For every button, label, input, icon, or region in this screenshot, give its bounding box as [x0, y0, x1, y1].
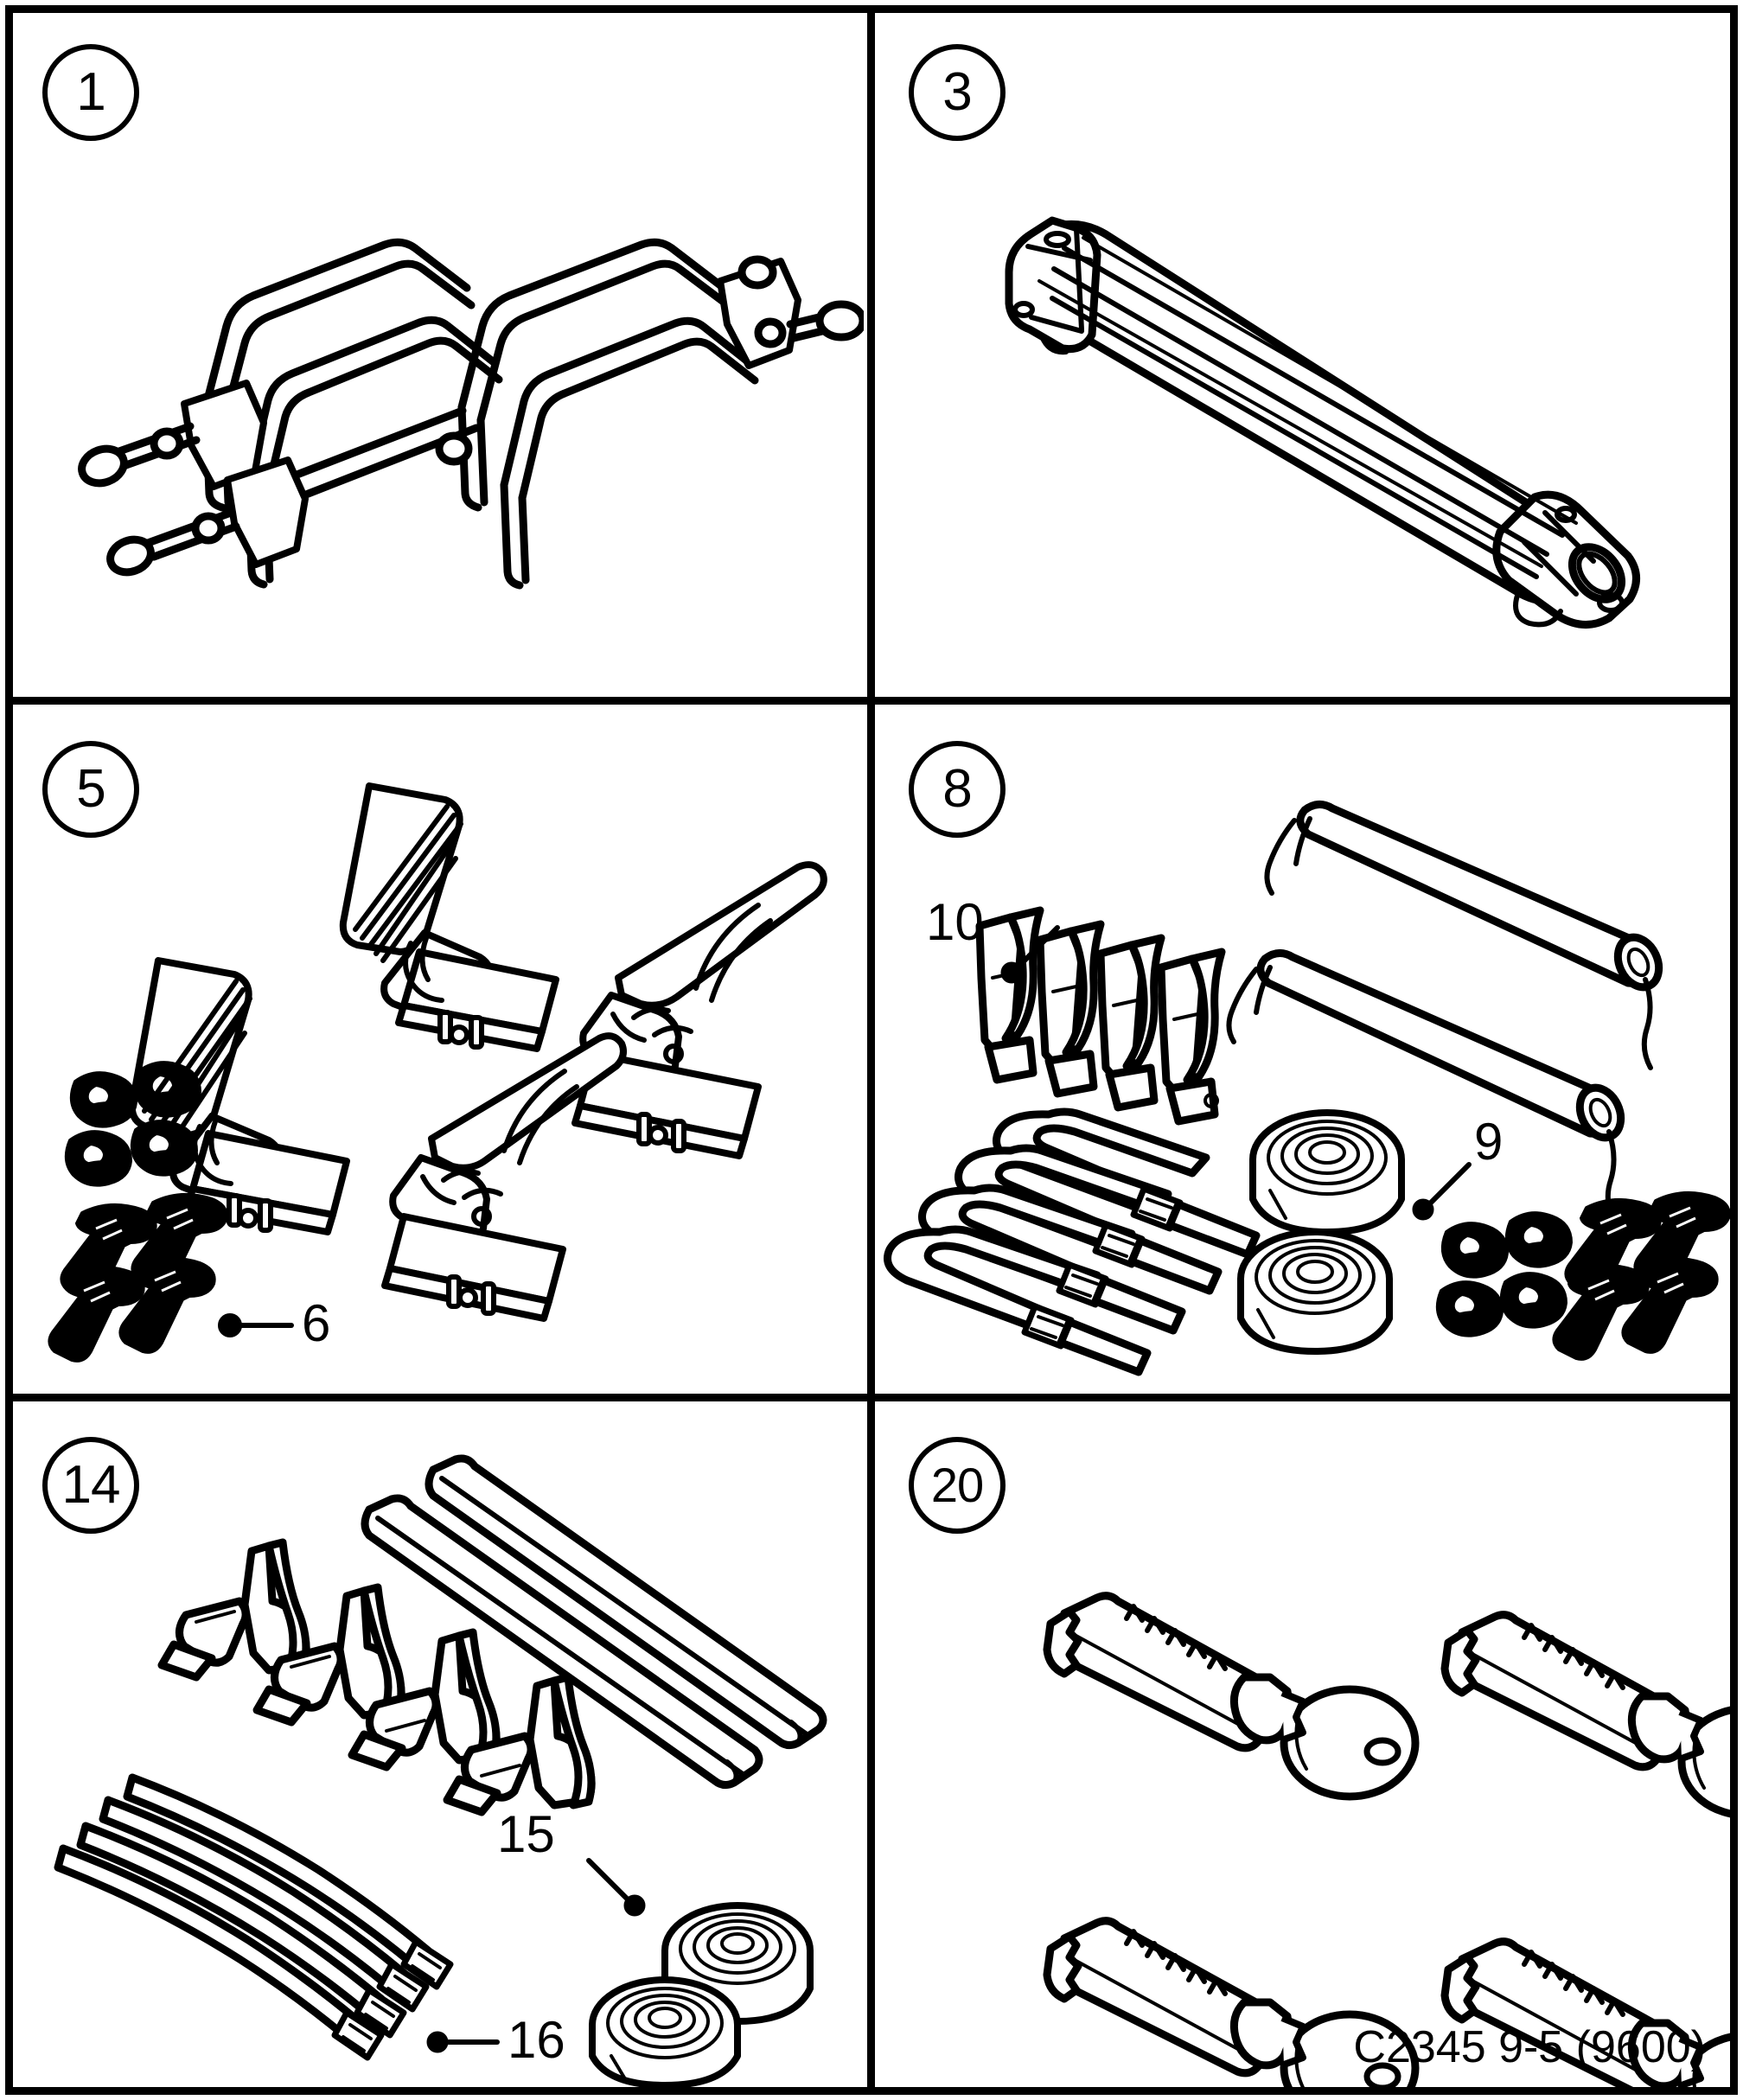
grid-divider-vertical: [867, 5, 875, 2095]
bracket-clips-group: [975, 906, 1226, 1126]
rack-foot-b: [128, 957, 350, 1235]
callout-9-leader: [1412, 1162, 1472, 1221]
panel-1-badge-label: 1: [76, 62, 105, 122]
plastic-nuts-group: [64, 1061, 201, 1187]
lock-key-1: [1047, 1596, 1415, 1797]
panel-5-badge-label: 5: [76, 759, 105, 819]
callout-label-10: 10: [926, 893, 984, 951]
panel-1-illustration: [78, 238, 864, 590]
panel-14-illustration: [54, 1454, 827, 2087]
rack-brackets-group: [157, 1538, 596, 1816]
panel-8[interactable]: 8: [879, 710, 1730, 1391]
panel-14-badge: 14: [42, 1437, 139, 1534]
footer-part-code: C2345 9-5 (9600): [1353, 2022, 1706, 2072]
panel-8-illustration: [884, 801, 1730, 1376]
panel-1[interactable]: 1: [13, 13, 864, 694]
callout-10-leader: [1000, 925, 1060, 984]
strap-loops-group: [884, 1107, 1261, 1376]
panel-5-illustration: [48, 782, 827, 1363]
panel-14[interactable]: 14: [13, 1406, 864, 2087]
callout-16-leader: [426, 2031, 500, 2053]
panel-5-badge: 5: [42, 741, 139, 838]
callout-label-15: 15: [497, 1805, 555, 1863]
callout-15-leader: [586, 1858, 646, 1917]
panel-20[interactable]: 20: [879, 1406, 1730, 2087]
panel-20-badge-label: 20: [930, 1458, 984, 1512]
panel-20-illustration: [879, 1406, 1730, 2087]
panel-14-badge-label: 14: [61, 1455, 121, 1515]
callout-label-9: 9: [1474, 1113, 1504, 1171]
panel-20-badge: 20: [909, 1437, 1006, 1534]
rack-foot-c: [571, 861, 827, 1159]
rack-foot-d: [381, 1032, 627, 1322]
rubber-rails-group: [361, 1454, 827, 1790]
lock-key-2: [1445, 1615, 1730, 1816]
panel-3-badge-label: 3: [942, 62, 972, 122]
screws-group: [48, 1192, 228, 1363]
panel-1-badge: 1: [42, 44, 139, 141]
panel-3-badge: 3: [909, 44, 1006, 141]
panel-8-badge: 8: [909, 741, 1006, 838]
plastic-nuts-group-8: [1435, 1211, 1573, 1337]
rolled-mats-group: [1226, 801, 1663, 1222]
panel-3-illustration: [1005, 216, 1640, 629]
screws-group-8: [1552, 1190, 1730, 1361]
rack-foot-a: [339, 782, 559, 1052]
coiled-straps-group-14: [589, 1902, 814, 2087]
panel-5[interactable]: 5: [13, 710, 864, 1391]
callout-label-16: 16: [508, 2011, 565, 2069]
callout-label-6: 6: [302, 1294, 331, 1352]
panel-3[interactable]: 3: [879, 13, 1730, 694]
callout-6-leader: [218, 1313, 294, 1337]
long-straps-group: [54, 1773, 454, 2061]
coiled-straps-group: [1237, 1109, 1405, 1355]
panel-8-badge-label: 8: [942, 759, 972, 819]
